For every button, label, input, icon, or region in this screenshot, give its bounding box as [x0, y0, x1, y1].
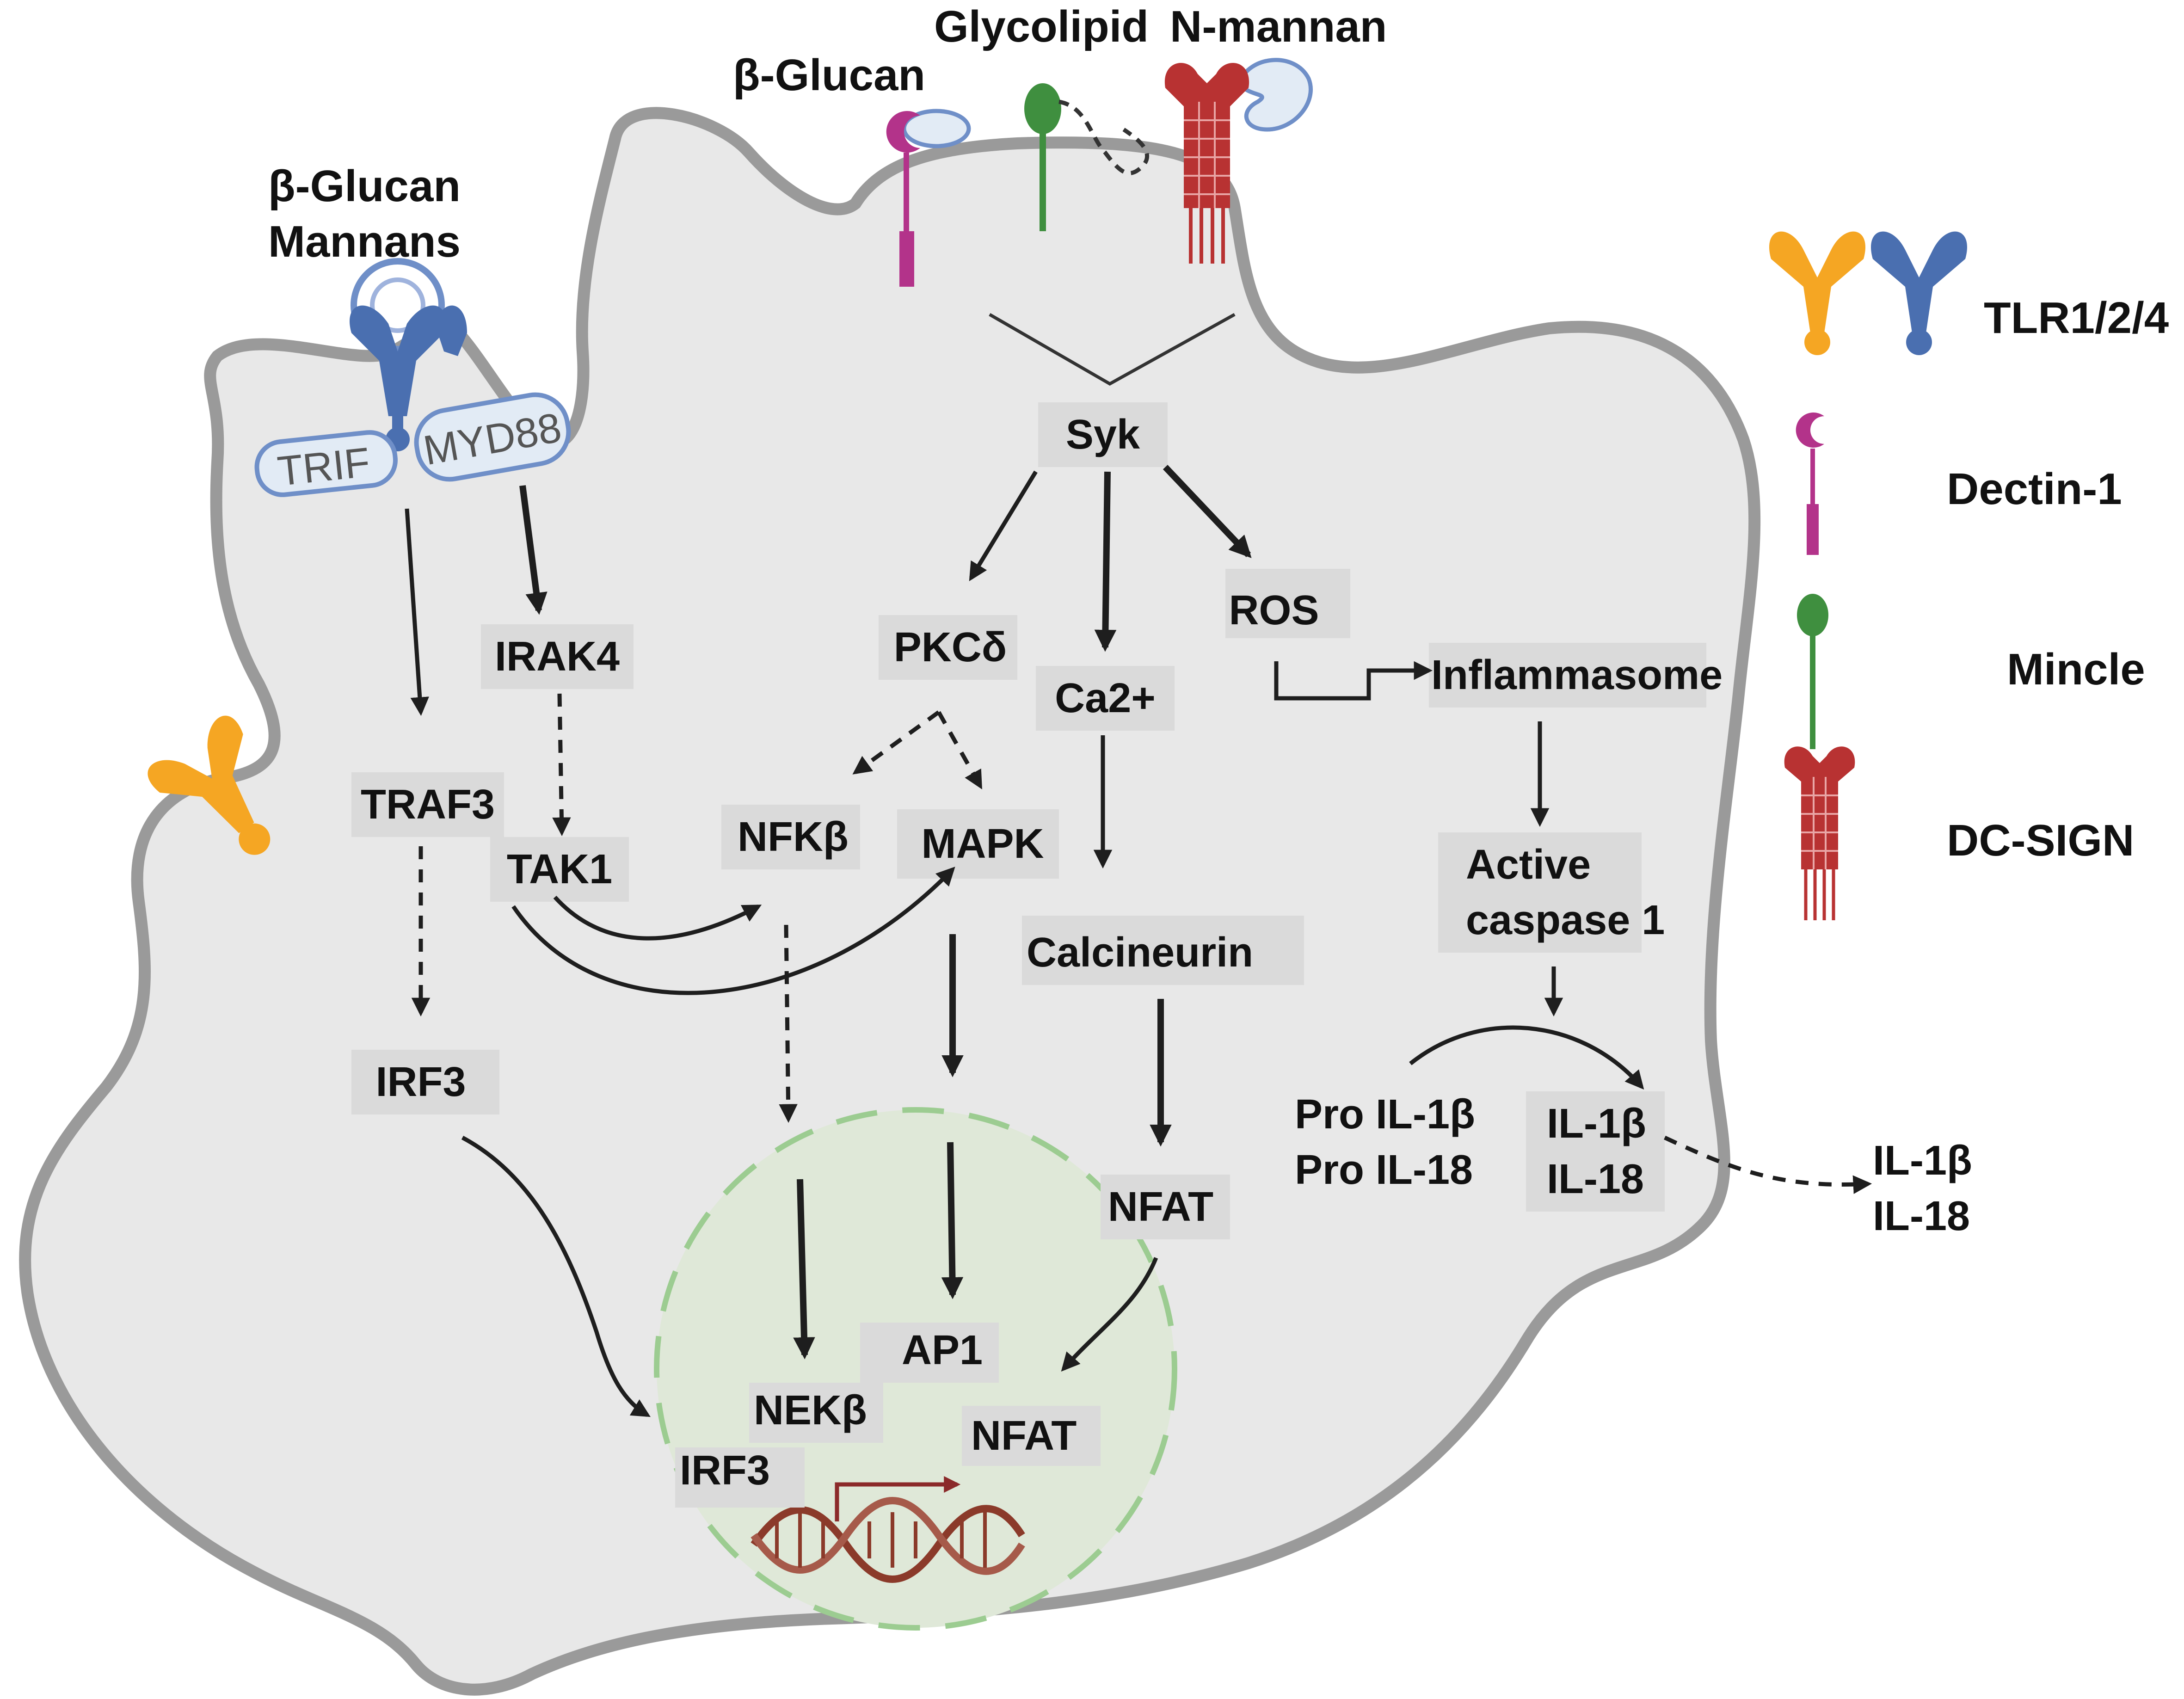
- dna-icon: [751, 1476, 1025, 1583]
- trif-adaptor: TRIF: [254, 430, 398, 497]
- legend-tlr-icon: [1769, 231, 1967, 355]
- calcineurin-label: Calcineurin: [1027, 930, 1253, 976]
- nucleus-irf3-label: IRF3: [680, 1447, 770, 1494]
- dcsign-ligand-label: N-mannan: [1170, 2, 1387, 51]
- irak4-label: IRAK4: [495, 634, 620, 680]
- legend-dectin-label: Dectin-1: [1947, 464, 2122, 514]
- pkcd-label: PKCδ: [894, 624, 1007, 671]
- tak1-label: TAK1: [507, 846, 612, 893]
- mapk-label: MAPK: [922, 821, 1044, 867]
- myd88-adaptor: MYD88: [414, 392, 571, 482]
- tlr-ligand-icon: [351, 258, 445, 352]
- dectin-1-head-icon: [886, 111, 920, 153]
- nucleus-ap1-label: AP1: [902, 1327, 983, 1373]
- tlr-receptor-blue-icon: [350, 305, 446, 416]
- active-caspase-label-2: caspase 1: [1466, 897, 1665, 943]
- legend: TLR1/2/4 Dectin-1 Mincle: [1769, 231, 2169, 920]
- mincle-ligand-label: Glycolipid: [934, 2, 1149, 51]
- il-1b-secreted-label: IL-1β: [1873, 1138, 1972, 1184]
- macrophage-cell: [19, 107, 1761, 1696]
- tlr-ligand-label-2: Mannans: [268, 217, 461, 266]
- legend-dcsign-label: DC-SIGN: [1947, 816, 2134, 865]
- ca2-label: Ca2+: [1055, 675, 1156, 721]
- nucleus-nfat-label: NFAT: [971, 1413, 1077, 1459]
- pro-il-1b-label: Pro IL-1β: [1295, 1091, 1475, 1138]
- pro-il-18-label: Pro IL-18: [1295, 1147, 1473, 1193]
- n-mannan-particle-icon: [1237, 58, 1313, 132]
- il-1b-inside-label: IL-1β: [1547, 1101, 1646, 1147]
- tlr-ligand-label-1: β-Glucan: [268, 161, 461, 211]
- active-caspase-label-1: Active: [1466, 842, 1591, 888]
- nucleus-nekb-label: NEKβ: [754, 1387, 867, 1434]
- mincle-head-icon: [1024, 83, 1061, 134]
- receptor-convergence-lines: [989, 313, 1236, 386]
- legend-tlr-label: TLR1/2/4: [1984, 293, 2169, 343]
- dc-sign-head-icon: [1164, 63, 1249, 106]
- dc-sign-receptor: [1164, 58, 1313, 264]
- nfat-label: NFAT: [1108, 1184, 1213, 1230]
- nfkb-label: NFKβ: [738, 814, 849, 860]
- legend-mincle-label: Mincle: [2007, 645, 2145, 694]
- il-18-secreted-label: IL-18: [1873, 1193, 1970, 1239]
- tlr-receptor-orange-icon: [148, 715, 271, 855]
- glycolipid-chain-icon: [1058, 99, 1150, 175]
- dectin-1-receptor: [886, 109, 971, 287]
- syk-label: Syk: [1066, 412, 1140, 458]
- ros-label: ROS: [1229, 587, 1319, 634]
- dectin-ligand-label: β-Glucan: [733, 50, 925, 100]
- legend-dcsign-icon: [1784, 746, 1855, 920]
- inflammasome-label: Inflammasome: [1431, 652, 1723, 698]
- irf3-label: IRF3: [375, 1059, 466, 1105]
- mincle-receptor: [1024, 83, 1150, 231]
- il-18-inside-label: IL-18: [1547, 1156, 1644, 1202]
- legend-dectin-icon: [1796, 412, 1824, 555]
- traf3-label: TRAF3: [361, 782, 495, 828]
- legend-mincle-icon: [1797, 594, 1828, 749]
- trif-label: TRIF: [275, 439, 372, 495]
